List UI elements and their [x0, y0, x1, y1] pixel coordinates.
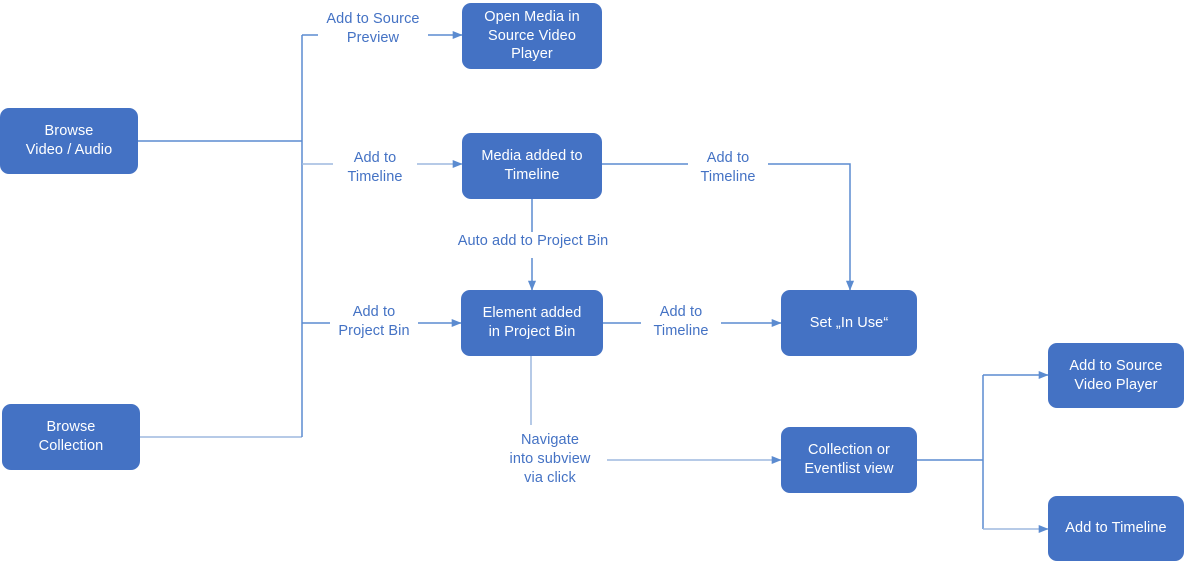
node-open-media-in-source-video-player[interactable]: Open Media in Source Video Player	[462, 3, 602, 69]
edge-label-add-to-project-bin: Add to Project Bin	[338, 304, 410, 339]
node-set-in-use[interactable]: Set „In Use“	[781, 290, 917, 356]
edge-label-navigate-into-subview-via-click: Navigate into subview via click	[509, 432, 591, 486]
node-media-added-to-timeline[interactable]: Media added to Timeline	[462, 133, 602, 199]
node-element-added-in-project-bin[interactable]: Element added in Project Bin	[461, 290, 603, 356]
node-label: Media added to Timeline	[481, 148, 583, 183]
node-label: Add to Source Video Player	[1069, 357, 1163, 393]
node-label: Add to Timeline	[1065, 520, 1167, 537]
node-label: Element added in Project Bin	[482, 305, 582, 340]
node-collection-or-eventlist-view[interactable]: Collection or Eventlist view	[781, 427, 917, 493]
node-label: Browse Collection	[38, 419, 104, 454]
edge-label-add-to-timeline-3: Add to Timeline	[653, 304, 709, 339]
node-add-to-source-video-player[interactable]: Add to Source Video Player	[1048, 343, 1184, 408]
node-browse-video-audio[interactable]: Browse Video / Audio	[0, 108, 138, 174]
node-browse-collection[interactable]: Browse Collection	[2, 404, 140, 470]
edge-media-to-inuse-b	[768, 163, 855, 291]
node-label: Set „In Use“	[809, 314, 889, 331]
node-label: Collection or Eventlist view	[804, 442, 894, 477]
edge-label-add-to-timeline-2: Add to Timeline	[700, 150, 756, 185]
edge-label-add-to-timeline-1: Add to Timeline	[347, 150, 403, 185]
node-add-to-timeline[interactable]: Add to Timeline	[1048, 496, 1184, 561]
edge-label-add-to-source-preview: Add to Source Preview	[326, 11, 420, 46]
edge-label-auto-add-to-project-bin: Auto add to Project Bin	[457, 233, 609, 249]
node-label: Open Media in Source Video Player	[484, 8, 580, 63]
node-label: Browse Video / Audio	[25, 123, 113, 158]
